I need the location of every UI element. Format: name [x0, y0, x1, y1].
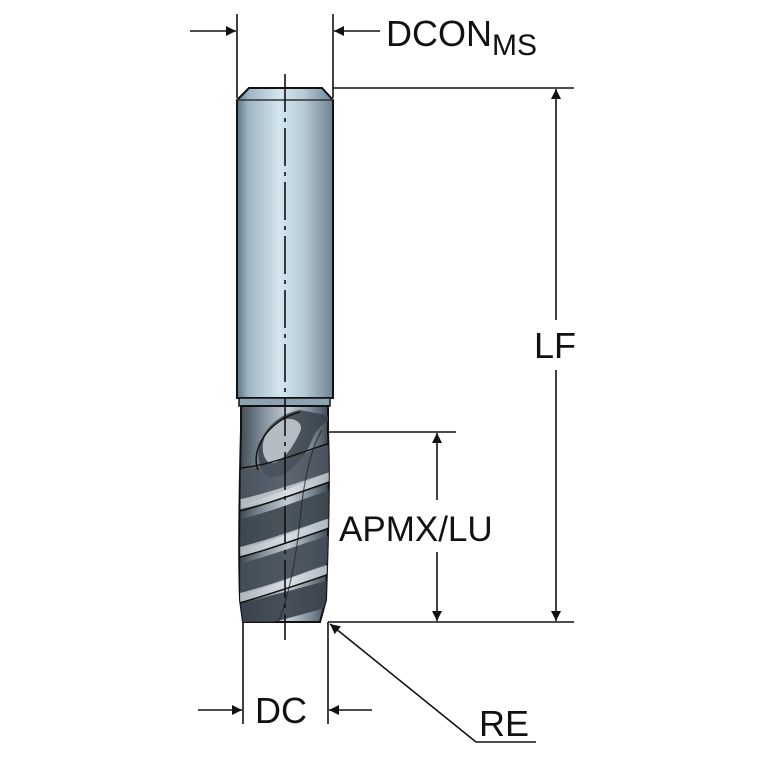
dcon-subscript: MS	[492, 29, 537, 62]
dcon-label: DCONMS	[386, 13, 537, 62]
re-leader-arrow	[329, 623, 477, 743]
re-label: RE	[479, 703, 529, 744]
dc-label: DC	[255, 690, 307, 731]
end-mill-tool	[236, 74, 334, 640]
apmx-lu-label: APMX/LU	[339, 510, 493, 549]
dc-dimension: DC	[198, 622, 372, 731]
re-leader: RE	[329, 623, 536, 744]
lf-dimension: LF	[328, 87, 576, 623]
lf-label: LF	[534, 325, 576, 366]
apmx-lu-dimension: APMX/LU	[328, 431, 493, 621]
dcon-ms-dimension: DCONMS	[190, 13, 537, 98]
